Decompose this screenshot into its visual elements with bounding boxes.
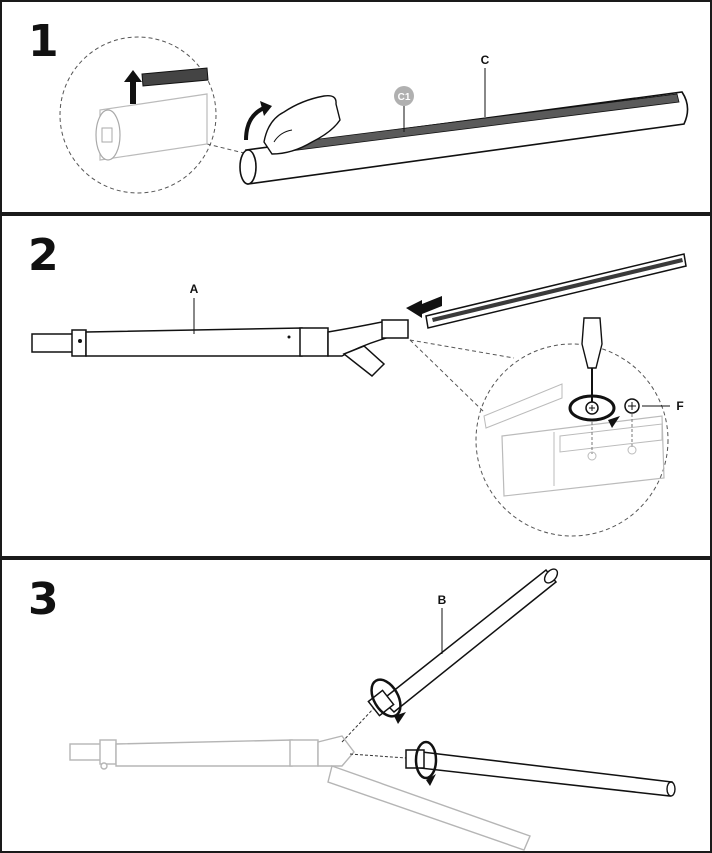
up-arrow-icon xyxy=(124,70,142,104)
step-3-number: 3 xyxy=(28,574,59,625)
label-c1-badge xyxy=(394,86,414,106)
rotate-arrow-icon xyxy=(244,106,265,141)
step-3-illustration: B xyxy=(69,568,676,851)
label-c: C xyxy=(481,53,490,67)
step-1-number: 1 xyxy=(28,16,59,67)
frame-faint xyxy=(69,735,531,851)
label-f: F xyxy=(676,399,683,413)
label-c1: C1 xyxy=(398,92,411,103)
step-2-illustration: A F xyxy=(31,253,687,537)
step-2-number: 2 xyxy=(28,230,59,281)
screwdriver-icon xyxy=(581,317,603,369)
label-b: B xyxy=(438,593,447,607)
zoom-detail-circle-2 xyxy=(475,343,669,537)
hand-drawing xyxy=(263,94,341,155)
pole-b xyxy=(380,568,558,714)
cover-strip-detail xyxy=(141,67,209,87)
zoom-detail-circle xyxy=(59,36,217,194)
step-1-illustration: C1 C xyxy=(59,36,689,194)
step-2-panel: 2 A xyxy=(0,214,712,558)
step-3-panel: 3 B xyxy=(0,558,712,853)
step-1-panel: 1 C1 C xyxy=(0,0,712,214)
insert-arrow-icon xyxy=(406,296,442,318)
pole-lower xyxy=(419,751,673,797)
label-a: A xyxy=(190,282,199,296)
